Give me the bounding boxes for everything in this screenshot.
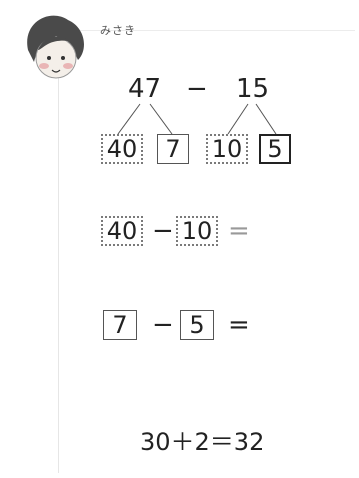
step2-minus: −: [152, 310, 174, 340]
step1-equals: =: [228, 216, 250, 246]
ones-of-minuend-box: 7: [157, 134, 189, 164]
tens-of-subtrahend-box: 10: [206, 134, 248, 164]
step2-equals: =: [228, 310, 250, 340]
ones-of-subtrahend-box: 5: [259, 134, 291, 164]
tens-of-minuend-box: 40: [101, 134, 143, 164]
final-result: 30＋2＝32: [140, 422, 264, 457]
step1-tens-a-box: 40: [101, 216, 143, 246]
step2-ones-a-box: 7: [103, 310, 137, 340]
step1-tens-b-box: 10: [176, 216, 218, 246]
step2-ones-b-box: 5: [180, 310, 214, 340]
step1-minus: −: [152, 216, 174, 246]
